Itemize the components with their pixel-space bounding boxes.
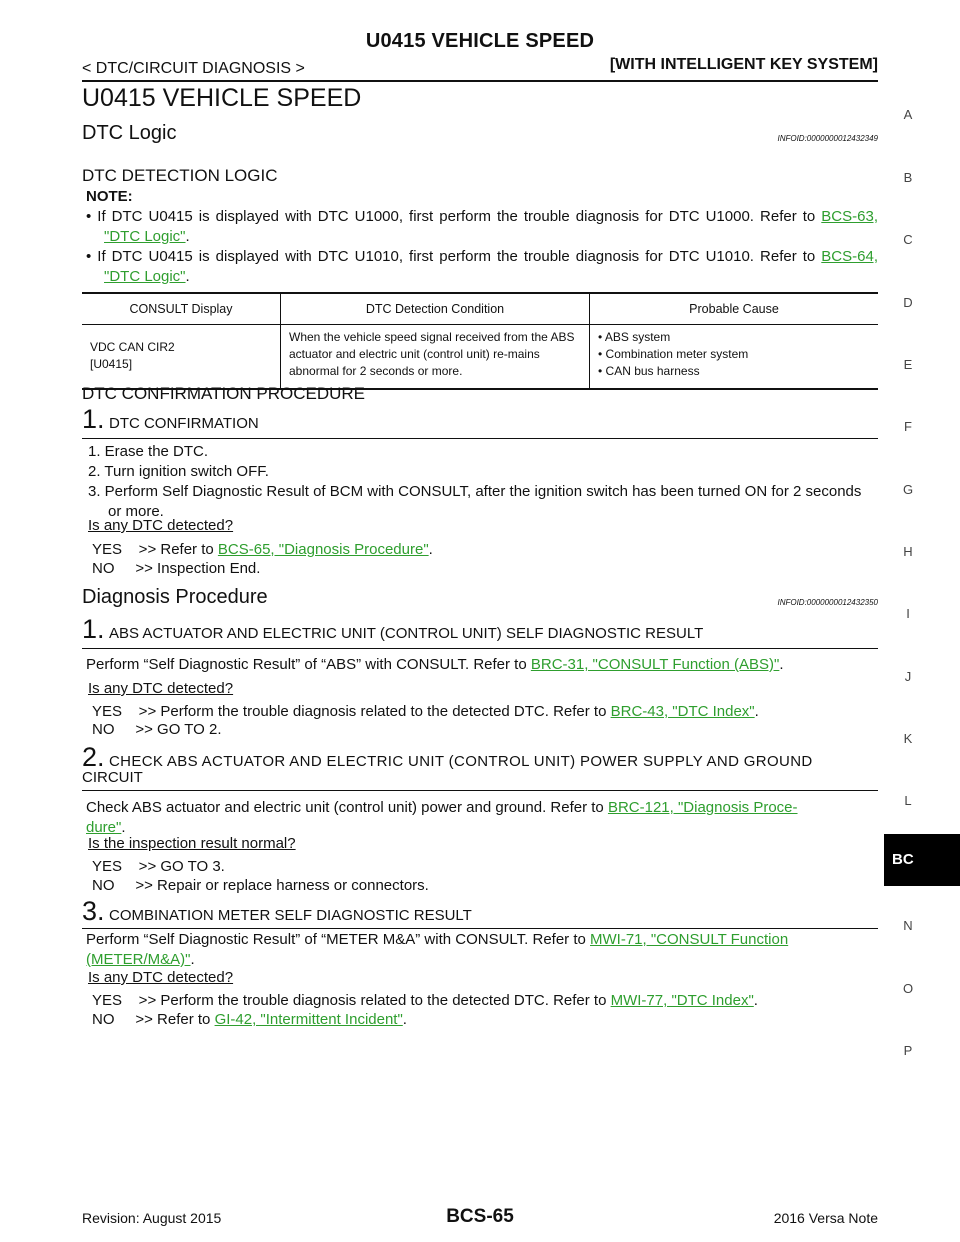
answer-no: NO >> Repair or replace harness or conne… bbox=[92, 877, 429, 894]
table-header-cell: Probable Cause bbox=[589, 293, 878, 325]
step-body: Perform “Self Diagnostic Result” of “MET… bbox=[86, 931, 789, 968]
step-title: COMBINATION METER SELF DIAGNOSTIC RESULT bbox=[108, 907, 472, 924]
ref-link[interactable]: (METER/M&A)" bbox=[86, 951, 191, 968]
list-item: • ABS system bbox=[598, 330, 671, 344]
ref-link[interactable]: BRC-43, "DTC Index" bbox=[610, 703, 755, 720]
table-header-row: CONSULT Display DTC Detection Condition … bbox=[82, 293, 878, 325]
list-item: 3. Perform Self Diagnostic Result of BCM… bbox=[88, 483, 862, 520]
list-item: • Combination meter system bbox=[598, 347, 749, 361]
ref-link[interactable]: BRC-121, "Diagnosis Proce- bbox=[607, 799, 798, 816]
side-index-letter[interactable]: O bbox=[902, 981, 914, 996]
list-item: 1. Erase the DTC. bbox=[88, 443, 209, 460]
step-heading: 2. CHECK ABS ACTUATOR AND ELECTRIC UNIT … bbox=[82, 742, 878, 791]
running-header-title: U0415 VEHICLE SPEED bbox=[365, 30, 595, 52]
step-body: 1. Erase the DTC. 2. Turn ignition switc… bbox=[88, 442, 878, 522]
list-item: 2. Turn ignition switch OFF. bbox=[88, 463, 269, 480]
answer-no: NO >> Refer to GI-42, "Intermittent Inci… bbox=[92, 1011, 407, 1028]
note-item: • If DTC U0415 is displayed with DTC U10… bbox=[86, 248, 878, 285]
step-title: CHECK ABS ACTUATOR AND ELECTRIC UNIT (CO… bbox=[108, 753, 813, 770]
answer-yes: YES >> GO TO 3. bbox=[92, 858, 225, 875]
question: Is any DTC detected? bbox=[88, 680, 234, 697]
running-header-variant: [WITH INTELLIGENT KEY SYSTEM] bbox=[609, 56, 878, 73]
side-index-letter[interactable]: P bbox=[903, 1043, 913, 1058]
table-cell-cause: • ABS system • Combination meter system … bbox=[589, 324, 878, 389]
confirmation-procedure-title: DTC CONFIRMATION PROCEDURE bbox=[82, 384, 366, 403]
ref-link[interactable]: BCS-64, "DTC Logic" bbox=[104, 248, 878, 285]
side-index-letter[interactable]: B bbox=[903, 170, 913, 185]
info-id: INFOID:0000000012432350 bbox=[777, 598, 878, 607]
side-index-tab-active[interactable]: BC bbox=[884, 834, 960, 886]
question: Is any DTC detected? bbox=[88, 517, 234, 534]
answer-no: NO >> Inspection End. bbox=[92, 560, 261, 577]
detection-logic-title: DTC DETECTION LOGIC bbox=[82, 166, 278, 185]
note-block: NOTE: • If DTC U0415 is displayed with D… bbox=[86, 187, 878, 287]
side-index-letter[interactable]: C bbox=[903, 232, 913, 247]
note-label: NOTE: bbox=[86, 188, 133, 205]
page-title: U0415 VEHICLE SPEED bbox=[82, 84, 362, 112]
step-heading: 3. COMBINATION METER SELF DIAGNOSTIC RES… bbox=[82, 896, 878, 929]
side-index-letter[interactable]: I bbox=[906, 606, 910, 621]
answer-yes: YES >> Perform the trouble diagnosis rel… bbox=[92, 703, 759, 720]
ref-link[interactable]: dure" bbox=[86, 819, 122, 836]
side-index-letter[interactable]: L bbox=[904, 793, 912, 808]
answer-yes: YES >> Refer to BCS-65, "Diagnosis Proce… bbox=[92, 541, 433, 558]
answer-yes: YES >> Perform the trouble diagnosis rel… bbox=[92, 992, 758, 1009]
ref-link[interactable]: GI-42, "Intermittent Incident" bbox=[214, 1011, 403, 1028]
dtc-table: CONSULT Display DTC Detection Condition … bbox=[82, 292, 878, 390]
step-number: 1. bbox=[82, 614, 105, 644]
step-title-cont: CIRCUIT bbox=[82, 769, 143, 786]
step-number: 2. bbox=[82, 742, 105, 772]
footer-page-number: BCS-65 bbox=[446, 1206, 514, 1227]
step-body: Perform “Self Diagnostic Result” of “ABS… bbox=[86, 656, 784, 673]
table-row: VDC CAN CIR2 [U0415] When the vehicle sp… bbox=[82, 324, 878, 389]
side-index-letter[interactable]: E bbox=[903, 357, 913, 372]
info-id: INFOID:0000000012432349 bbox=[777, 134, 878, 143]
step-heading: 1. ABS ACTUATOR AND ELECTRIC UNIT (CONTR… bbox=[82, 614, 878, 649]
ref-link[interactable]: BRC-31, "CONSULT Function (ABS)" bbox=[530, 656, 780, 673]
side-index-letter[interactable]: N bbox=[903, 918, 913, 933]
step-title: ABS ACTUATOR AND ELECTRIC UNIT (CONTROL … bbox=[108, 625, 704, 642]
side-index-letter[interactable]: D bbox=[903, 295, 913, 310]
side-index-letter[interactable]: J bbox=[904, 669, 912, 684]
ref-link[interactable]: MWI-77, "DTC Index" bbox=[610, 992, 754, 1009]
running-header-section: < DTC/CIRCUIT DIAGNOSIS > bbox=[82, 60, 305, 77]
question: Is the inspection result normal? bbox=[88, 835, 296, 852]
list-item: • CAN bus harness bbox=[598, 364, 700, 378]
ref-link[interactable]: BCS-63, "DTC Logic" bbox=[104, 208, 878, 245]
question: Is any DTC detected? bbox=[88, 969, 234, 986]
header-rule bbox=[82, 80, 878, 82]
side-index-letter[interactable]: G bbox=[902, 482, 914, 497]
section-title-dtc-logic: DTC Logic bbox=[82, 122, 177, 144]
table-cell-display: VDC CAN CIR2 [U0415] bbox=[90, 340, 175, 371]
footer-model: 2016 Versa Note bbox=[773, 1210, 878, 1226]
note-item: • If DTC U0415 is displayed with DTC U10… bbox=[86, 208, 878, 245]
step-number: 3. bbox=[82, 896, 105, 926]
table-header-cell: CONSULT Display bbox=[82, 293, 281, 325]
step-heading: 1. DTC CONFIRMATION bbox=[82, 404, 878, 439]
section-title-diagnosis: Diagnosis Procedure bbox=[82, 586, 268, 608]
footer-revision: Revision: August 2015 bbox=[82, 1210, 222, 1226]
side-index-letter[interactable]: H bbox=[903, 544, 913, 559]
side-index-letter[interactable]: F bbox=[904, 419, 912, 434]
ref-link[interactable]: MWI-71, "CONSULT Function bbox=[590, 931, 789, 948]
table-header-cell: DTC Detection Condition bbox=[280, 293, 590, 325]
step-title: DTC CONFIRMATION bbox=[108, 415, 259, 432]
side-index-letter[interactable]: A bbox=[903, 107, 913, 122]
table-cell-condition: When the vehicle speed signal received f… bbox=[280, 324, 590, 389]
answer-no: NO >> GO TO 2. bbox=[92, 721, 222, 738]
side-index-letter[interactable]: K bbox=[903, 731, 913, 746]
step-number: 1. bbox=[82, 404, 105, 434]
step-body: Check ABS actuator and electric unit (co… bbox=[86, 799, 798, 836]
ref-link[interactable]: BCS-65, "Diagnosis Procedure" bbox=[217, 541, 429, 558]
